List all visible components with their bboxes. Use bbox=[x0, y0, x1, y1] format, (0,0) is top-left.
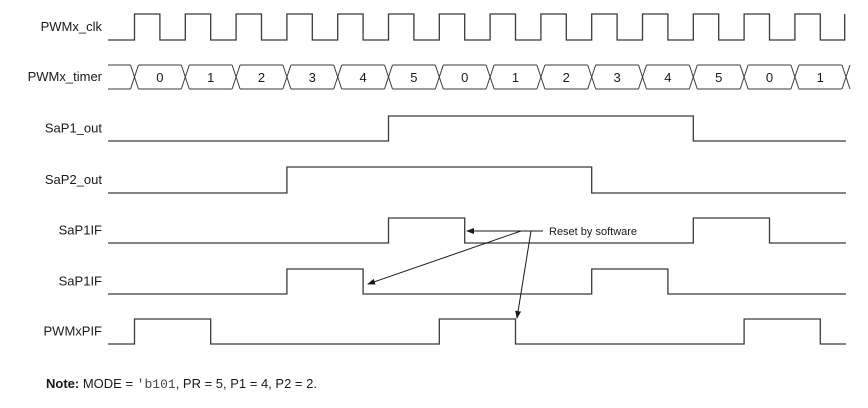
bus-value: 0 bbox=[156, 70, 163, 85]
signal-label-sap2-out: SaP2_out bbox=[45, 172, 102, 187]
signal-label-sap1if-2: SaP1IF bbox=[59, 274, 102, 289]
signal-waveforms bbox=[108, 13, 851, 345]
bus-value: 1 bbox=[512, 70, 519, 85]
bus-value: 3 bbox=[613, 70, 620, 85]
bus-value: 1 bbox=[207, 70, 214, 85]
bus-segment bbox=[536, 64, 588, 90]
clock-waveform bbox=[108, 13, 846, 41]
waveform-sap1if-2 bbox=[108, 268, 846, 295]
bus-segment bbox=[231, 64, 283, 90]
callout-arrow-2 bbox=[367, 230, 522, 285]
bus-segment bbox=[282, 64, 334, 90]
bus-segment bbox=[130, 64, 182, 90]
bus-value: 3 bbox=[309, 70, 316, 85]
signal-label-pwmx-clk: PWMx_clk bbox=[41, 19, 103, 34]
bus-value: 2 bbox=[563, 70, 570, 85]
bus-value: 1 bbox=[817, 70, 824, 85]
waveform-sap2-out bbox=[108, 166, 846, 194]
bus-segment bbox=[739, 64, 791, 90]
bus-value: 0 bbox=[461, 70, 468, 85]
bus-segment bbox=[485, 64, 537, 90]
note-suffix: , PR = 5, P1 = 4, P2 = 2. bbox=[175, 376, 317, 391]
note-mode-code: 'b101 bbox=[136, 377, 176, 392]
signal-labels: PWMx_clkPWMx_timerSaP1_outSaP2_outSaP1IF… bbox=[28, 19, 103, 339]
bus-value: 4 bbox=[664, 70, 671, 85]
bus-segment bbox=[384, 64, 436, 90]
signal-label-sap1if: SaP1IF bbox=[59, 223, 102, 238]
bus-segment bbox=[587, 64, 639, 90]
bus-lead bbox=[108, 64, 131, 90]
signal-label-pwmx-timer: PWMx_timer bbox=[28, 69, 103, 84]
waveform-sap1if bbox=[108, 217, 846, 244]
bus-value: 5 bbox=[410, 70, 417, 85]
bus-values: 0 1 2 3 4 5 0 1 2 3 4 5 0 1 bbox=[156, 70, 824, 85]
note-label: Note: bbox=[46, 376, 80, 391]
note-prefix: MODE = bbox=[82, 376, 137, 391]
timing-diagram: PWMx_clkPWMx_timerSaP1_outSaP2_outSaP1IF… bbox=[28, 13, 851, 345]
waveform-sap1-out bbox=[108, 115, 846, 142]
bus-value: 0 bbox=[766, 70, 773, 85]
bus-value: 4 bbox=[359, 70, 366, 85]
callout-text: Reset by software bbox=[549, 226, 637, 238]
note: Note: MODE = 'b101, PR = 5, P1 = 4, P2 =… bbox=[46, 376, 317, 392]
bus-end bbox=[841, 64, 851, 90]
signal-label-pwmxpif: PWMxPIF bbox=[44, 324, 103, 339]
bus-segment bbox=[180, 64, 233, 90]
bus-segment bbox=[638, 64, 690, 90]
bus-segment bbox=[434, 64, 487, 90]
reset-callout: Reset by software bbox=[367, 226, 637, 319]
bus-value: 5 bbox=[715, 70, 722, 85]
callout-arrow-3 bbox=[515, 230, 532, 319]
bus-segment bbox=[333, 64, 385, 90]
waveform-pwmxpif bbox=[108, 318, 846, 345]
bus-segment bbox=[790, 64, 842, 90]
bus-value: 2 bbox=[258, 70, 265, 85]
bus-segment bbox=[688, 64, 741, 90]
signal-label-sap1-out: SaP1_out bbox=[45, 121, 102, 136]
